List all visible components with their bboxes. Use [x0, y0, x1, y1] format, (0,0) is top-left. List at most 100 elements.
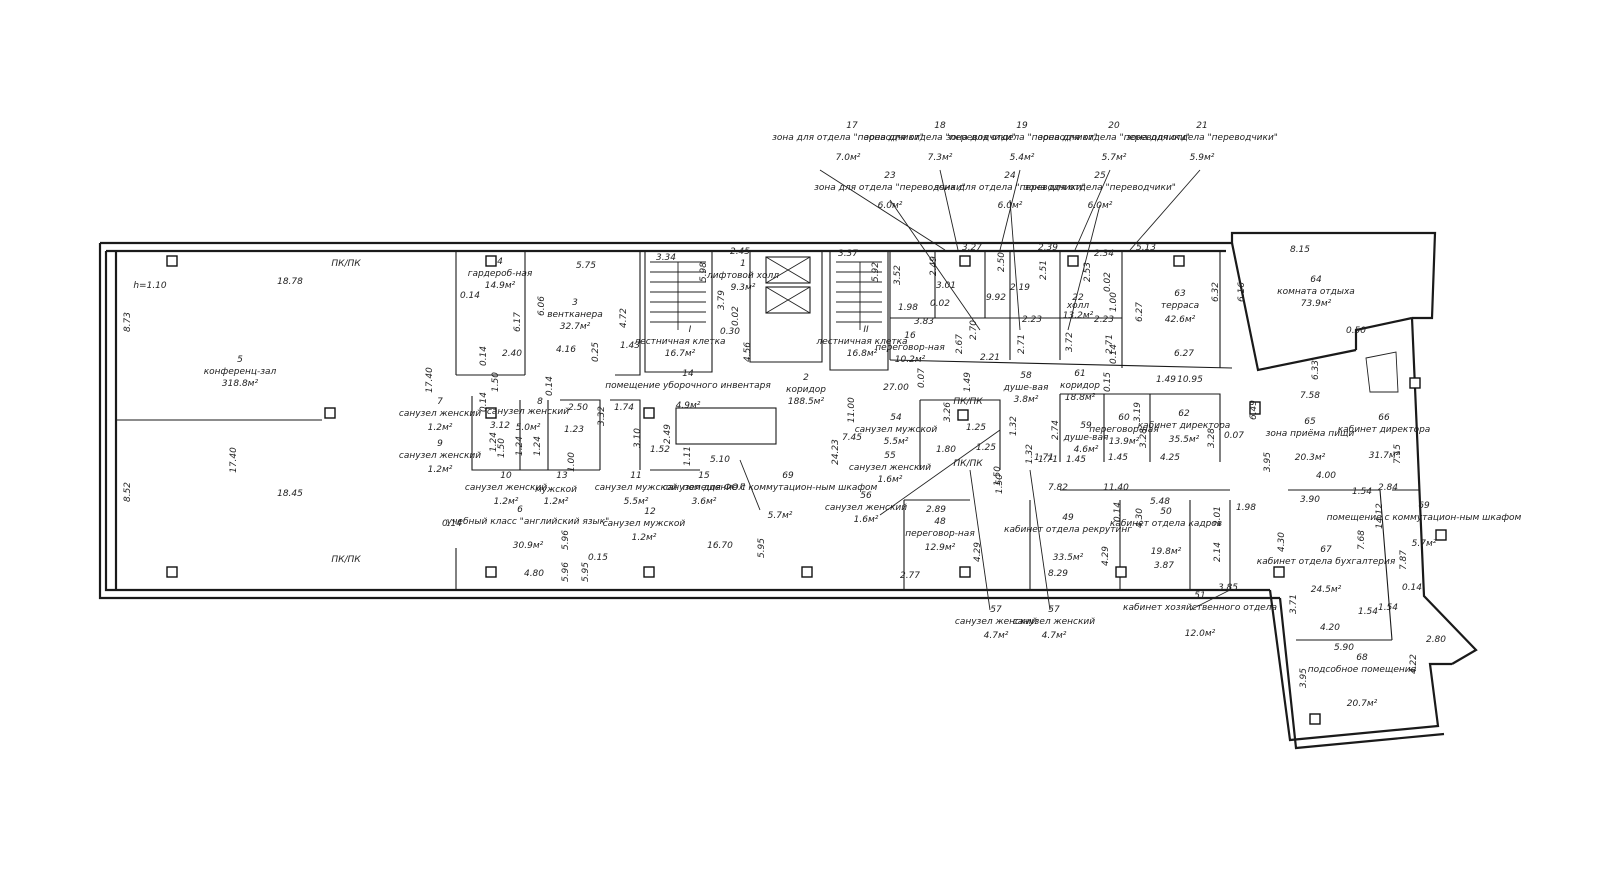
dimension-label: 1.32 [1009, 416, 1019, 436]
dimension-label: 5.96 [561, 562, 571, 582]
dimension-label: 2.67 [955, 334, 965, 354]
svg-text:4.7м²: 4.7м² [1042, 631, 1067, 641]
dimension-label: 5.92 [871, 262, 881, 282]
svg-text:57: 57 [990, 605, 1002, 615]
svg-text:23: 23 [884, 171, 896, 181]
dimension-label: 6.17 [513, 312, 523, 332]
svg-text:6.0м²: 6.0м² [998, 201, 1023, 211]
svg-text:конференц-зал: конференц-зал [204, 367, 277, 377]
svg-text:73.9м²: 73.9м² [1301, 299, 1332, 309]
dimension-label: 1.50 [497, 438, 507, 458]
svg-text:64: 64 [1310, 275, 1322, 285]
dimension-label: 24.23 [831, 439, 841, 465]
dimension-label: 8.15 [1290, 245, 1310, 255]
dimension-label: 1.71 [1038, 455, 1058, 465]
dimension-label: 2.77 [900, 571, 920, 581]
dimension-label: 3.83 [914, 317, 934, 327]
dimension-label: 14.12 [1375, 503, 1385, 529]
svg-text:зона для отдела "переводчики": зона для отдела "переводчики" [1024, 183, 1176, 193]
svg-text:42.6м²: 42.6м² [1165, 315, 1196, 325]
dimension-label: 5.95 [581, 562, 591, 582]
svg-text:холл: холл [1066, 301, 1090, 311]
svg-text:переговор-ная: переговор-ная [1089, 425, 1159, 435]
dimension-label: 18.78 [277, 277, 303, 287]
svg-text:лестничная клетка: лестничная клетка [815, 337, 907, 347]
dimension-label: 18.45 [277, 489, 303, 499]
dimension-label: 2.49 [663, 424, 673, 444]
dimension-label: 0.14 [479, 392, 489, 412]
dimension-label: 3.34 [656, 253, 676, 263]
svg-text:13.9м²: 13.9м² [1109, 437, 1140, 447]
svg-text:санузел мужской: санузел мужской [603, 519, 686, 529]
svg-text:5.7м²: 5.7м² [1412, 539, 1437, 549]
svg-text:68: 68 [1356, 653, 1368, 663]
svg-text:58: 58 [1020, 371, 1032, 381]
svg-text:зона для отдела "переводчики": зона для отдела "переводчики" [1038, 133, 1190, 143]
dimension-label: 8.73 [123, 312, 133, 332]
walls [98, 231, 1478, 750]
svg-text:8: 8 [537, 397, 543, 407]
dimension-label: 2.80 [1426, 635, 1446, 645]
svg-text:57: 57 [1048, 605, 1060, 615]
dimension-label: 1.54 [1378, 603, 1398, 613]
svg-text:67: 67 [1320, 545, 1332, 555]
dimension-label: 4.29 [973, 542, 983, 562]
dimension-label: 1.24 [489, 432, 499, 452]
dimension-label: 4.30 [1277, 532, 1287, 552]
dimension-label: 3.72 [1065, 332, 1075, 352]
svg-text:69: 69 [782, 471, 794, 481]
svg-text:5.7м²: 5.7м² [1102, 153, 1127, 163]
equipment-tag: ПК/ПК [953, 397, 983, 407]
svg-text:61: 61 [1074, 369, 1085, 379]
dimension-label: 1.49 [963, 372, 973, 392]
svg-text:подсобное помещение: подсобное помещение [1308, 665, 1417, 675]
svg-text:мужской: мужской [535, 485, 577, 495]
svg-text:санузел женский: санузел женский [825, 503, 907, 513]
dimension-label: 27.00 [883, 383, 909, 393]
dimension-label: 0.15 [1103, 372, 1113, 392]
svg-text:6.0м²: 6.0м² [1088, 201, 1113, 211]
svg-text:зона для отдела "переводчики": зона для отдела "переводчики" [934, 183, 1086, 193]
dimension-label: 7.87 [1399, 550, 1409, 570]
dimension-label: 0.14 [442, 519, 462, 529]
svg-text:санузел женский: санузел женский [849, 463, 931, 473]
dimension-label: 6.33 [1311, 360, 1321, 380]
svg-text:I: I [689, 325, 692, 335]
dimension-label: 1.24 [533, 436, 543, 456]
dimension-label: 1.52 [650, 445, 670, 455]
svg-text:16.8м²: 16.8м² [847, 349, 878, 359]
svg-text:санузел для ФОЛ: санузел для ФОЛ [663, 483, 746, 493]
svg-text:4.6м²: 4.6м² [1074, 445, 1099, 455]
svg-text:переговор-ная: переговор-ная [905, 529, 975, 539]
svg-text:32.7м²: 32.7м² [560, 322, 591, 332]
svg-text:62: 62 [1178, 409, 1190, 419]
dimension-label: 1.23 [564, 425, 584, 435]
dimension-label: 1.71 [1034, 453, 1054, 463]
svg-text:20.7м²: 20.7м² [1347, 699, 1378, 709]
svg-text:12.9м²: 12.9м² [925, 543, 956, 553]
dimension-label: 7.45 [842, 433, 862, 443]
dimension-label: 4.30 [1135, 508, 1145, 528]
dimension-label: 5.95 [757, 538, 767, 558]
svg-text:санузел мужской: санузел мужской [855, 425, 938, 435]
dimension-label: 0.07 [1224, 431, 1244, 441]
svg-text:63: 63 [1174, 289, 1186, 299]
svg-text:3: 3 [572, 298, 578, 308]
svg-text:гардероб-ная: гардероб-ная [468, 269, 533, 279]
dimension-label: 5.75 [576, 261, 596, 271]
dimension-label: 6.16 [1237, 282, 1247, 302]
dimension-label: 2.21 [980, 353, 1000, 363]
dimension-label: 1.98 [898, 303, 918, 313]
dimension-label: 1.74 [614, 403, 634, 413]
